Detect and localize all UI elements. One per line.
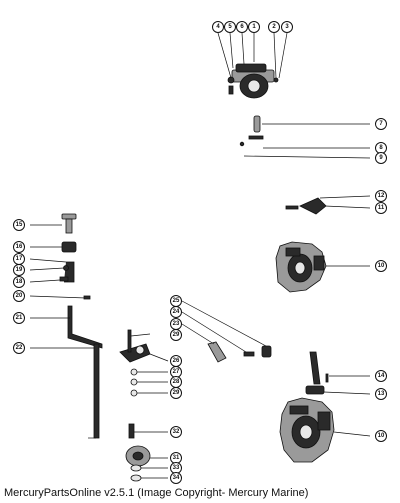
callout-33: 33 [170, 462, 182, 474]
svg-text:17: 17 [16, 256, 23, 262]
callout-3: 3 [281, 21, 293, 33]
svg-text:19: 19 [16, 267, 23, 273]
svg-text:2: 2 [272, 24, 276, 30]
svg-text:34: 34 [173, 475, 180, 481]
svg-text:24: 24 [173, 309, 180, 315]
svg-text:9: 9 [379, 155, 383, 161]
svg-text:12: 12 [378, 193, 385, 199]
svg-text:22: 22 [16, 345, 23, 351]
callout-23: 23 [170, 318, 182, 330]
callout-34: 34 [170, 472, 182, 484]
callout-27: 27 [170, 366, 182, 378]
parts-diagram: 4 5 6 1 2 3 7 8 9 12 11 10 14 13 10 15 1… [13, 21, 387, 484]
callout-4: 4 [212, 21, 224, 33]
callout-28: 28 [170, 376, 182, 388]
callout-25: 25 [170, 295, 182, 307]
svg-text:11: 11 [378, 205, 385, 211]
callout-19: 19 [13, 264, 25, 276]
callout-17: 17 [13, 253, 25, 265]
svg-text:28: 28 [173, 379, 180, 385]
callout-26: 26 [170, 355, 182, 367]
center-linkage [119, 300, 272, 363]
callout-22: 22 [13, 342, 25, 354]
carburetor-body-lower [279, 397, 371, 463]
callout-13: 13 [375, 388, 387, 400]
svg-text:3: 3 [285, 24, 289, 30]
copyright-caption: MercuryPartsOnline v2.5.1 (Image Copyrig… [4, 487, 309, 499]
callout-7: 7 [375, 118, 387, 130]
small-washers [130, 368, 168, 397]
svg-text:15: 15 [16, 222, 23, 228]
svg-text:10: 10 [378, 433, 385, 439]
callout-29-lower: 29 [170, 387, 182, 399]
svg-text:26: 26 [173, 358, 180, 364]
callout-2: 2 [268, 21, 280, 33]
lever-assembly-lower [305, 351, 371, 395]
callout-29: 29 [170, 329, 182, 341]
svg-text:32: 32 [173, 429, 180, 435]
svg-text:7: 7 [379, 121, 383, 127]
svg-text:13: 13 [378, 391, 385, 397]
svg-text:29: 29 [173, 390, 180, 396]
callout-31: 31 [170, 452, 182, 464]
svg-text:25: 25 [173, 298, 180, 304]
leader-lines-top [217, 32, 288, 79]
svg-text:18: 18 [16, 279, 23, 285]
svg-text:21: 21 [16, 315, 23, 321]
svg-text:1: 1 [252, 24, 256, 30]
pin-assembly [239, 115, 371, 159]
callout-6: 6 [236, 21, 248, 33]
callout-18: 18 [13, 276, 25, 288]
callout-15: 15 [13, 219, 25, 231]
svg-text:10: 10 [378, 263, 385, 269]
svg-text:6: 6 [240, 24, 244, 30]
bracket-assembly [285, 195, 371, 215]
callout-1: 1 [248, 21, 260, 33]
svg-text:29: 29 [173, 332, 180, 338]
callout-10-upper: 10 [375, 260, 387, 272]
callout-16: 16 [13, 241, 25, 253]
svg-text:31: 31 [173, 455, 180, 461]
callout-21: 21 [13, 312, 25, 324]
svg-text:33: 33 [173, 465, 180, 471]
callout-8: 8 [375, 142, 387, 154]
svg-text:14: 14 [378, 373, 385, 379]
svg-text:20: 20 [16, 293, 23, 299]
callout-11: 11 [375, 202, 387, 214]
callout-32: 32 [170, 426, 182, 438]
svg-text:4: 4 [216, 24, 220, 30]
svg-text:5: 5 [228, 24, 232, 30]
callout-24: 24 [170, 306, 182, 318]
callout-9: 9 [375, 152, 387, 164]
carburetor-body-upper [275, 241, 370, 293]
left-hardware [29, 213, 77, 283]
callout-5: 5 [224, 21, 236, 33]
callout-20: 20 [13, 290, 25, 302]
callout-12: 12 [375, 190, 387, 202]
callout-10-lower: 10 [375, 430, 387, 442]
svg-text:23: 23 [173, 321, 180, 327]
bottom-gear-stack [125, 423, 168, 482]
callout-14: 14 [375, 370, 387, 382]
rod-linkage [29, 295, 103, 439]
top-housing-assembly [227, 63, 279, 99]
svg-text:8: 8 [379, 145, 383, 151]
svg-text:27: 27 [173, 369, 180, 375]
svg-text:16: 16 [16, 244, 23, 250]
